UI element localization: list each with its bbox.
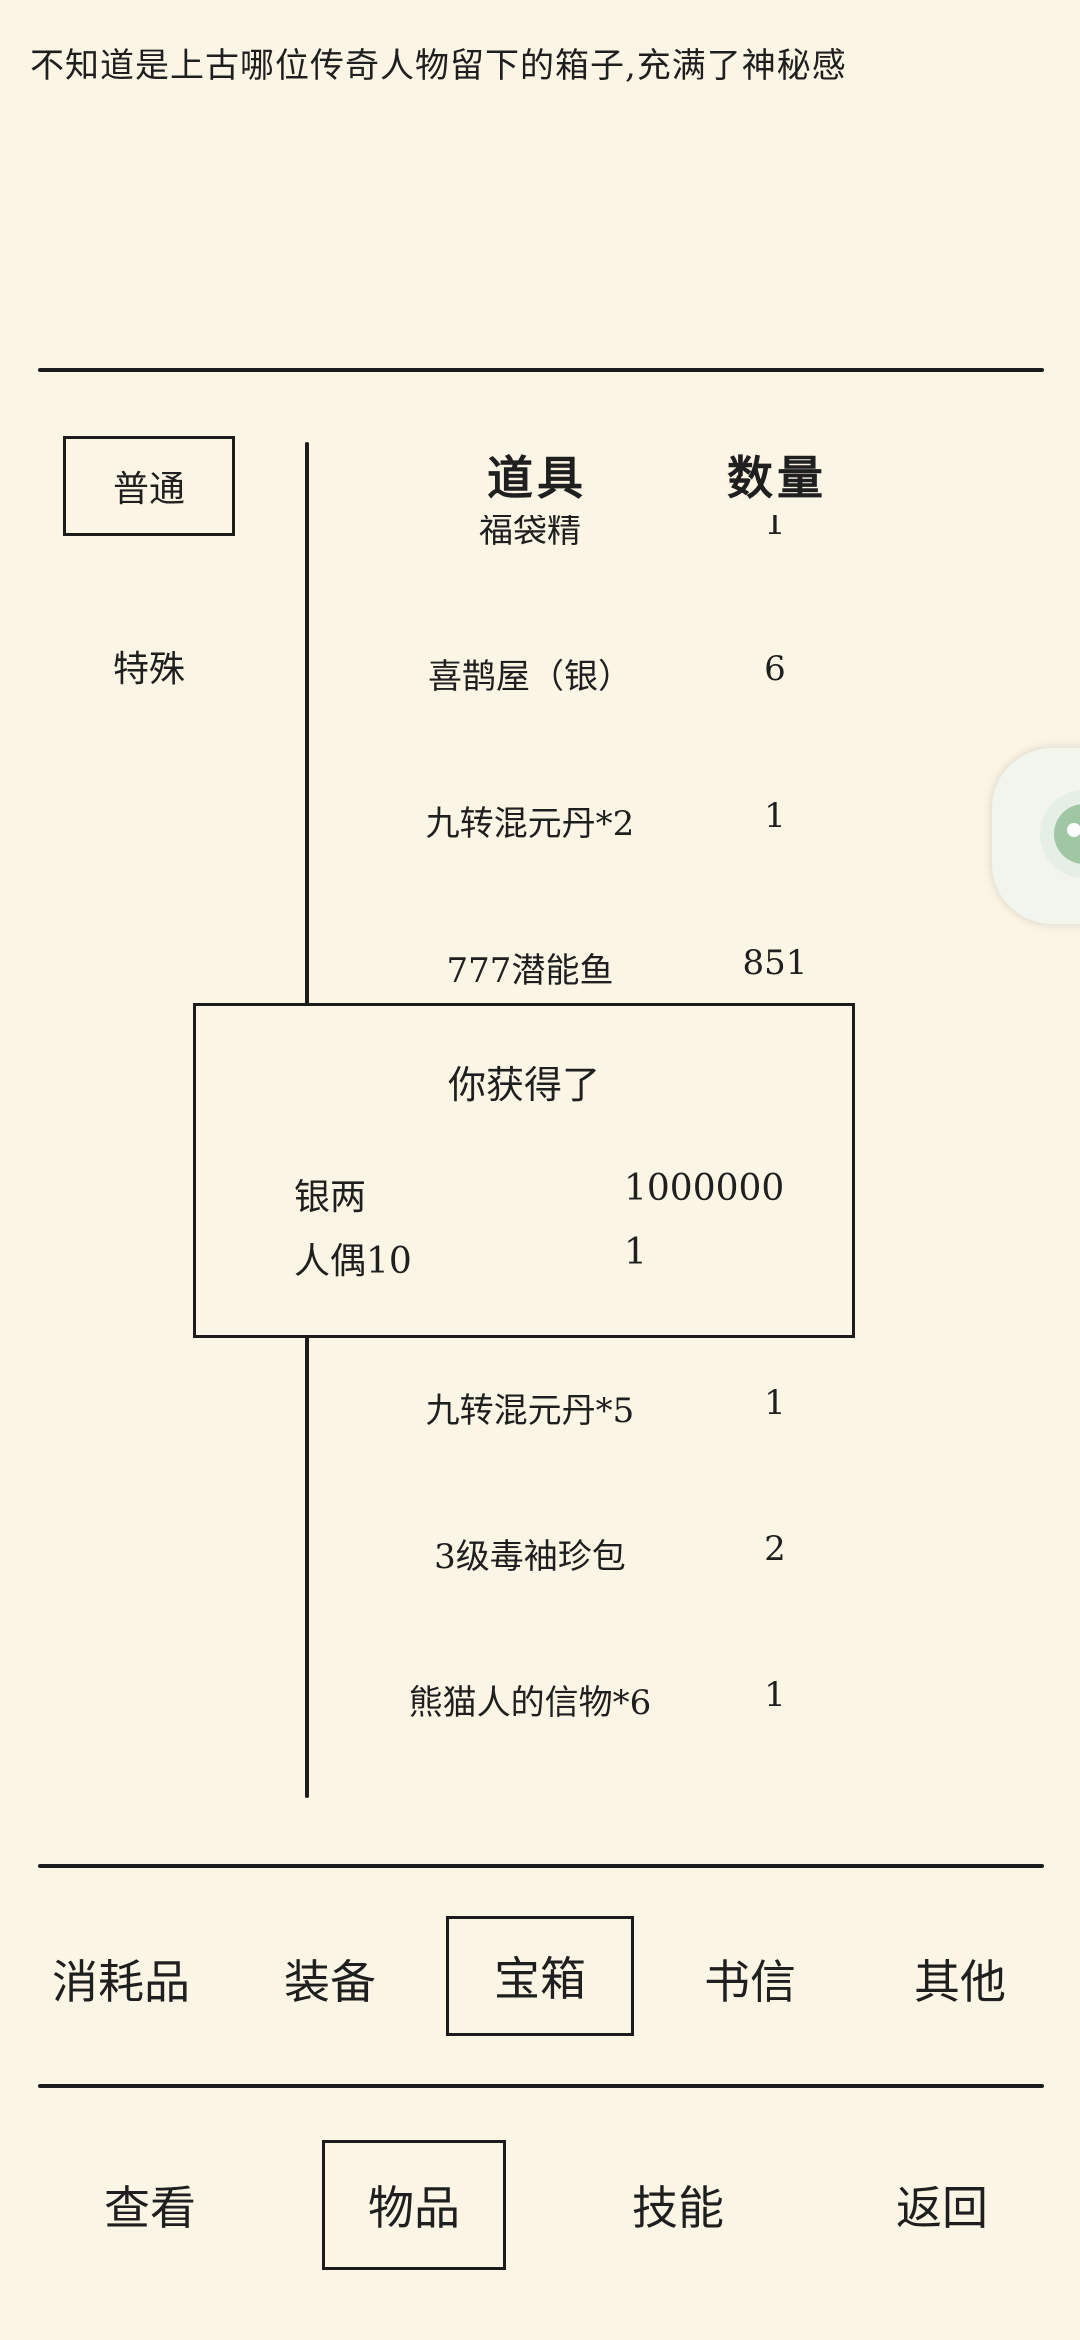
category-others[interactable]: 其他 <box>914 1955 1006 2009</box>
reward-qty: 1000000 <box>624 1168 785 1209</box>
subtab-normal-label: 普通 <box>112 469 185 510</box>
list-item-name[interactable]: 喜鹊屋（银） <box>428 657 632 697</box>
floating-assistant-button[interactable] <box>992 748 1080 924</box>
top-divider <box>38 368 1044 372</box>
list-item-name[interactable]: 777潜能鱼 <box>446 951 614 991</box>
reward-popup[interactable]: 你获得了 银两 1000000 人偶10 1 <box>193 1003 855 1338</box>
header-item: 道具 <box>487 451 587 505</box>
list-item-qty: 6 <box>764 649 786 689</box>
category-treasure-chest[interactable]: 宝箱 <box>446 1916 634 2036</box>
nav-skills[interactable]: 技能 <box>632 2181 724 2235</box>
lower-divider <box>38 2084 1044 2088</box>
list-item-qty: 1 <box>764 1675 786 1715</box>
popup-title: 你获得了 <box>447 1063 600 1107</box>
list-item-name[interactable]: 3级毒袖珍包 <box>434 1537 626 1577</box>
reward-name: 银两 <box>294 1177 367 1218</box>
nav-back[interactable]: 返回 <box>896 2181 988 2235</box>
list-item-qty: 1 <box>764 1383 786 1423</box>
list-item-name[interactable]: 熊猫人的信物*6 <box>408 1683 652 1723</box>
middle-divider <box>38 1864 1044 1868</box>
reward-qty: 1 <box>624 1232 647 1273</box>
subtab-special[interactable]: 特殊 <box>112 649 185 690</box>
item-list[interactable]: 福袋精 1 喜鹊屋（银） 6 九转混元丹*2 1 777潜能鱼 851 九转混元… <box>310 515 1050 1805</box>
list-item-name[interactable]: 福袋精 <box>479 515 581 551</box>
subtab-normal[interactable]: 普通 <box>63 436 235 536</box>
list-item-qty: 1 <box>764 796 786 836</box>
list-item-name[interactable]: 九转混元丹*5 <box>425 1391 635 1431</box>
item-description: 不知道是上古哪位传奇人物留下的箱子,充满了神秘感 <box>30 46 847 86</box>
list-item-qty: 1 <box>764 515 786 543</box>
reward-name: 人偶10 <box>294 1241 412 1282</box>
nav-view[interactable]: 查看 <box>104 2181 196 2235</box>
category-equipment[interactable]: 装备 <box>284 1955 376 2009</box>
list-item-qty: 851 <box>742 943 808 983</box>
nav-items[interactable]: 物品 <box>322 2140 506 2270</box>
list-item-name[interactable]: 九转混元丹*2 <box>425 804 635 844</box>
list-item-qty: 2 <box>764 1529 786 1569</box>
category-letters[interactable]: 书信 <box>704 1955 796 2009</box>
nav-items-label: 物品 <box>368 2181 460 2235</box>
header-qty: 数量 <box>727 451 827 505</box>
category-consumables[interactable]: 消耗品 <box>52 1955 190 2009</box>
category-treasure-chest-label: 宝箱 <box>494 1952 586 2006</box>
assistant-icon <box>1040 790 1080 878</box>
